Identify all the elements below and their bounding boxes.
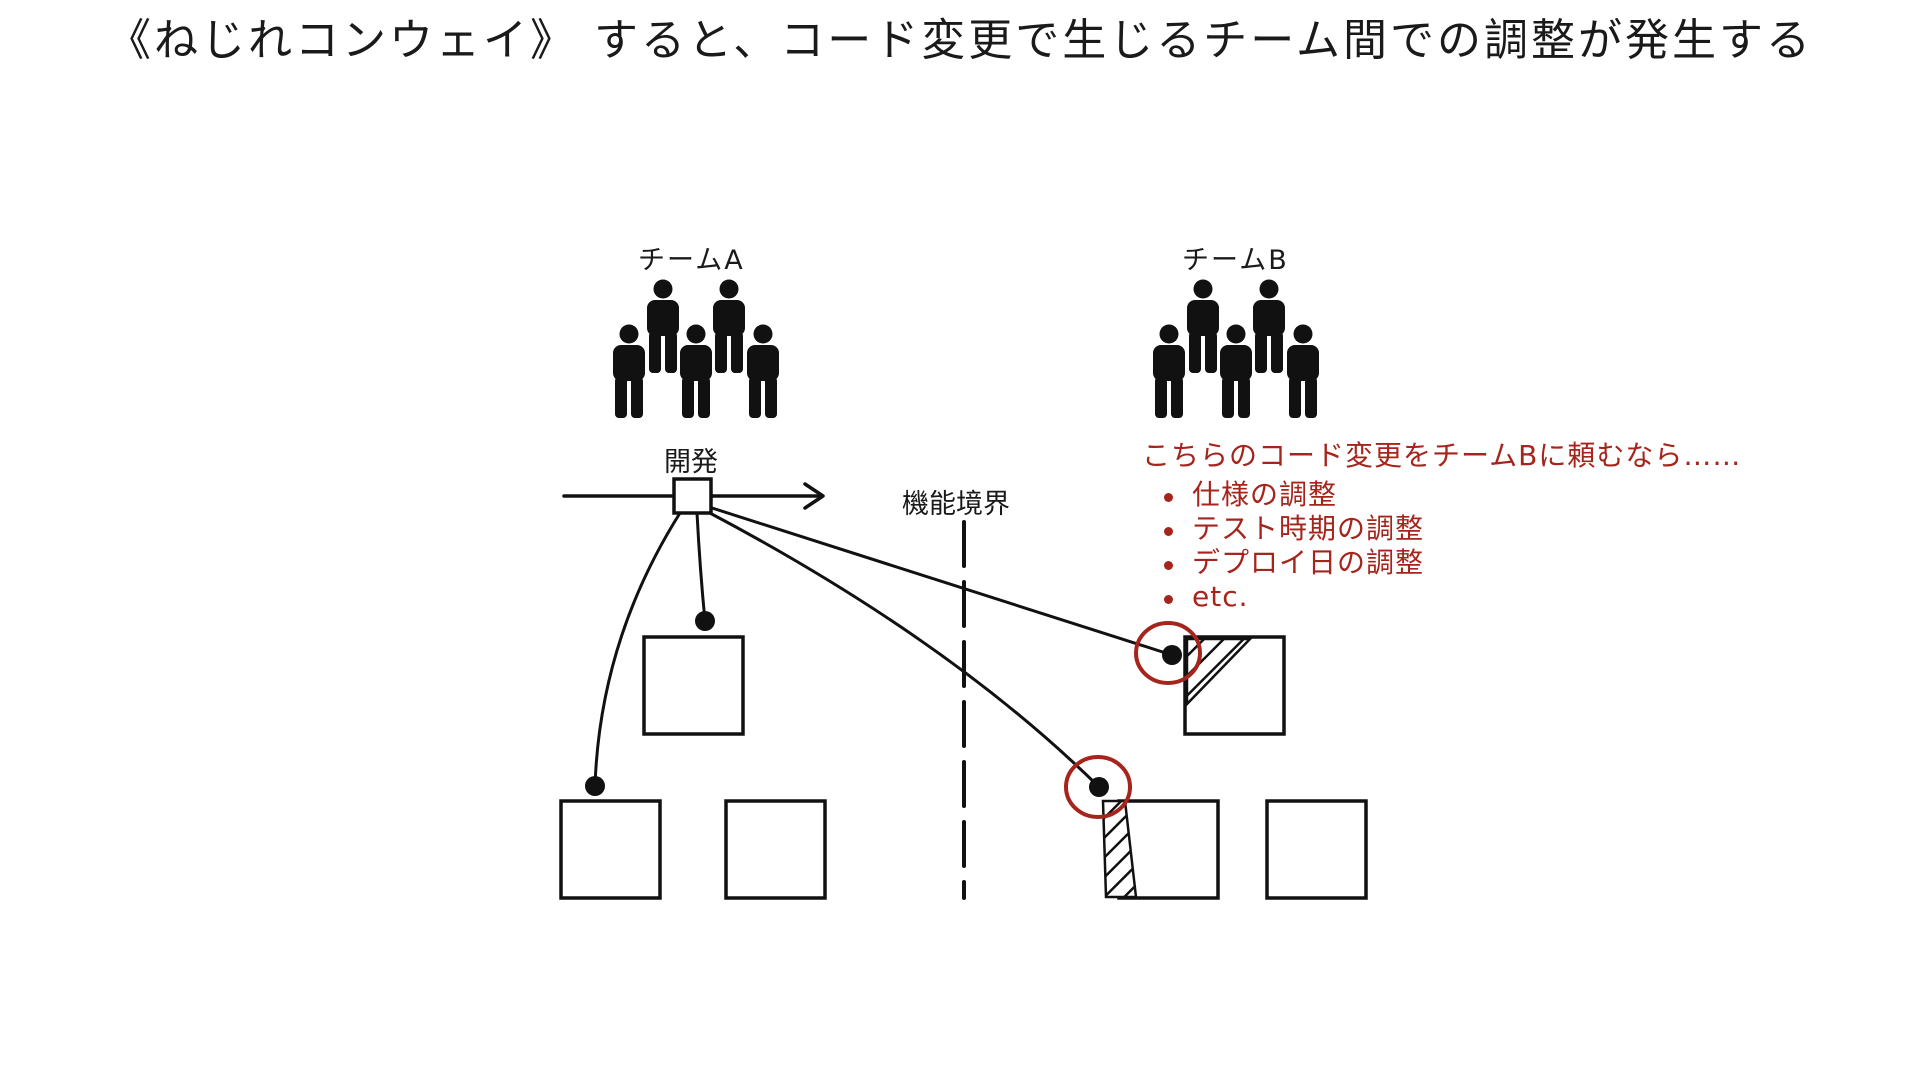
slide-title: 《ねじれコンウェイ》 すると、コード変更で生じるチーム間での調整が発生する (107, 15, 1813, 66)
development-point (672, 477, 713, 515)
note-heading: こちらのコード変更をチームBに頼むなら…… (1142, 439, 1742, 472)
development-label: 開発 (664, 447, 718, 478)
person-icon (713, 279, 745, 373)
person-icon (613, 324, 645, 418)
changed-code-area (1185, 637, 1253, 708)
person-icon (1287, 324, 1319, 418)
team-b-people (1153, 279, 1319, 418)
change-points (585, 611, 1182, 797)
coordination-note: こちらのコード変更をチームBに頼むなら…… 仕様の調整 テスト時期の調整 デプロ… (1142, 436, 1741, 614)
team-b-label: チームB (1182, 245, 1289, 276)
person-icon (747, 324, 779, 418)
changed-code-area (1101, 799, 1138, 899)
person-icon (1187, 279, 1219, 373)
coordination-highlights (1064, 621, 1202, 819)
coordination-list: 仕様の調整 テスト時期の調整 デプロイ日の調整 etc. (1142, 478, 1741, 614)
team-b-modules (1101, 635, 1368, 900)
team-a-modules (559, 635, 827, 900)
team-a-label: チームA (638, 245, 745, 276)
person-icon (1253, 279, 1285, 373)
change-lines (593, 506, 1174, 789)
person-icon (1220, 324, 1252, 418)
person-icon (647, 279, 679, 373)
module-box (559, 799, 662, 900)
boundary-label: 機能境界 (902, 489, 1010, 520)
list-item: テスト時期の調整 (1162, 512, 1741, 546)
module-box (1265, 799, 1368, 900)
module-box (642, 635, 745, 736)
person-icon (1153, 324, 1185, 418)
list-item: 仕様の調整 (1162, 478, 1741, 512)
list-item: etc. (1162, 580, 1741, 614)
team-a-people (613, 279, 779, 418)
list-item: デプロイ日の調整 (1162, 546, 1741, 580)
module-box (724, 799, 827, 900)
person-icon (680, 324, 712, 418)
